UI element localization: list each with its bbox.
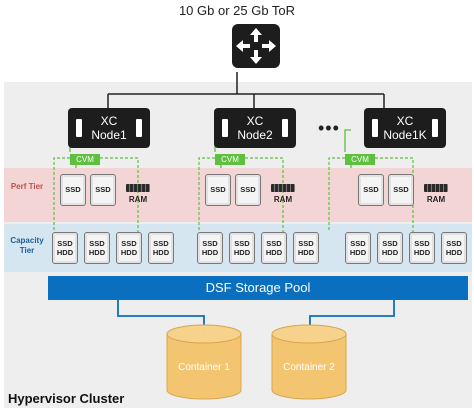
capacity-tier-label: Capacity Tier bbox=[10, 236, 44, 255]
xc-node-1: XC Node1 bbox=[68, 108, 150, 148]
ssd-label: SSD bbox=[382, 239, 398, 248]
tor-switch-label: 10 Gb or 25 Gb ToR bbox=[178, 3, 296, 18]
node-port bbox=[282, 119, 288, 137]
ssd-label: SSD bbox=[350, 239, 366, 248]
ssd-icon: SSD bbox=[388, 174, 414, 206]
node-line1: XC bbox=[246, 114, 264, 128]
container-2: Container 2 bbox=[270, 324, 348, 402]
ssd-icon: SSD bbox=[90, 174, 116, 206]
hdd-label: HDD bbox=[265, 248, 283, 257]
hdd-label: HDD bbox=[381, 248, 399, 257]
hdd-label: HDD bbox=[349, 248, 367, 257]
container-icon bbox=[271, 324, 347, 400]
ram-module: RAM bbox=[124, 184, 152, 204]
container-1: Container 1 bbox=[165, 324, 243, 402]
ssd-label: SSD bbox=[266, 239, 282, 248]
ssd-label: SSD bbox=[446, 239, 462, 248]
ssd-label: SSD bbox=[202, 239, 218, 248]
ram-module: RAM bbox=[422, 184, 450, 204]
ssd-label: SSD bbox=[89, 239, 105, 248]
node-line1: XC bbox=[396, 114, 414, 128]
hdd-label: HDD bbox=[201, 248, 219, 257]
node-port bbox=[76, 119, 82, 137]
ssd-icon: SSD bbox=[60, 174, 86, 206]
ssd-icon: SSD bbox=[358, 174, 384, 206]
ssd-icon: SSD bbox=[235, 174, 261, 206]
node-port bbox=[432, 119, 438, 137]
ssd-label: SSD bbox=[298, 239, 314, 248]
cvm-badge: CVM bbox=[215, 154, 245, 165]
xc-node-1k: XC Node1K bbox=[364, 108, 446, 148]
ssd-icon: SSD bbox=[205, 174, 231, 206]
more-nodes-ellipsis: ••• bbox=[318, 118, 340, 138]
hdd-label: HDD bbox=[297, 248, 315, 257]
ram-icon bbox=[424, 184, 448, 192]
node-line2: Node2 bbox=[237, 128, 273, 142]
ssd-label: SSD bbox=[153, 239, 169, 248]
hdd-label: HDD bbox=[152, 248, 170, 257]
node-line2: Node1 bbox=[91, 128, 127, 142]
ssd-label: SSD bbox=[57, 239, 73, 248]
ram-label: RAM bbox=[128, 195, 148, 204]
ram-module: RAM bbox=[269, 184, 297, 204]
ram-label: RAM bbox=[426, 195, 446, 204]
perf-tier-label: Perf Tier bbox=[10, 182, 44, 191]
ram-icon bbox=[271, 184, 295, 192]
node-port bbox=[222, 119, 228, 137]
ssd-label: SSD bbox=[234, 239, 250, 248]
dsf-storage-pool: DSF Storage Pool bbox=[48, 276, 468, 300]
node-port bbox=[136, 119, 142, 137]
hdd-label: HDD bbox=[120, 248, 138, 257]
ssd-label: SSD bbox=[121, 239, 137, 248]
container-icon bbox=[166, 324, 242, 400]
container-label: Container 1 bbox=[178, 362, 230, 373]
hdd-label: HDD bbox=[445, 248, 463, 257]
hypervisor-cluster-label: Hypervisor Cluster bbox=[8, 391, 125, 406]
ram-icon bbox=[126, 184, 150, 192]
node-line1: XC bbox=[100, 114, 118, 128]
switch-icon bbox=[230, 22, 282, 70]
hdd-label: HDD bbox=[233, 248, 251, 257]
container-label: Container 2 bbox=[283, 362, 335, 373]
node-line2: Node1K bbox=[383, 128, 427, 142]
hdd-label: HDD bbox=[413, 248, 431, 257]
ram-label: RAM bbox=[273, 195, 293, 204]
cvm-badge: CVM bbox=[345, 154, 375, 165]
xc-node-2: XC Node2 bbox=[214, 108, 296, 148]
cvm-badge: CVM bbox=[70, 154, 100, 165]
hdd-label: HDD bbox=[88, 248, 106, 257]
node-port bbox=[372, 119, 378, 137]
hdd-label: HDD bbox=[56, 248, 74, 257]
ssd-label: SSD bbox=[414, 239, 430, 248]
